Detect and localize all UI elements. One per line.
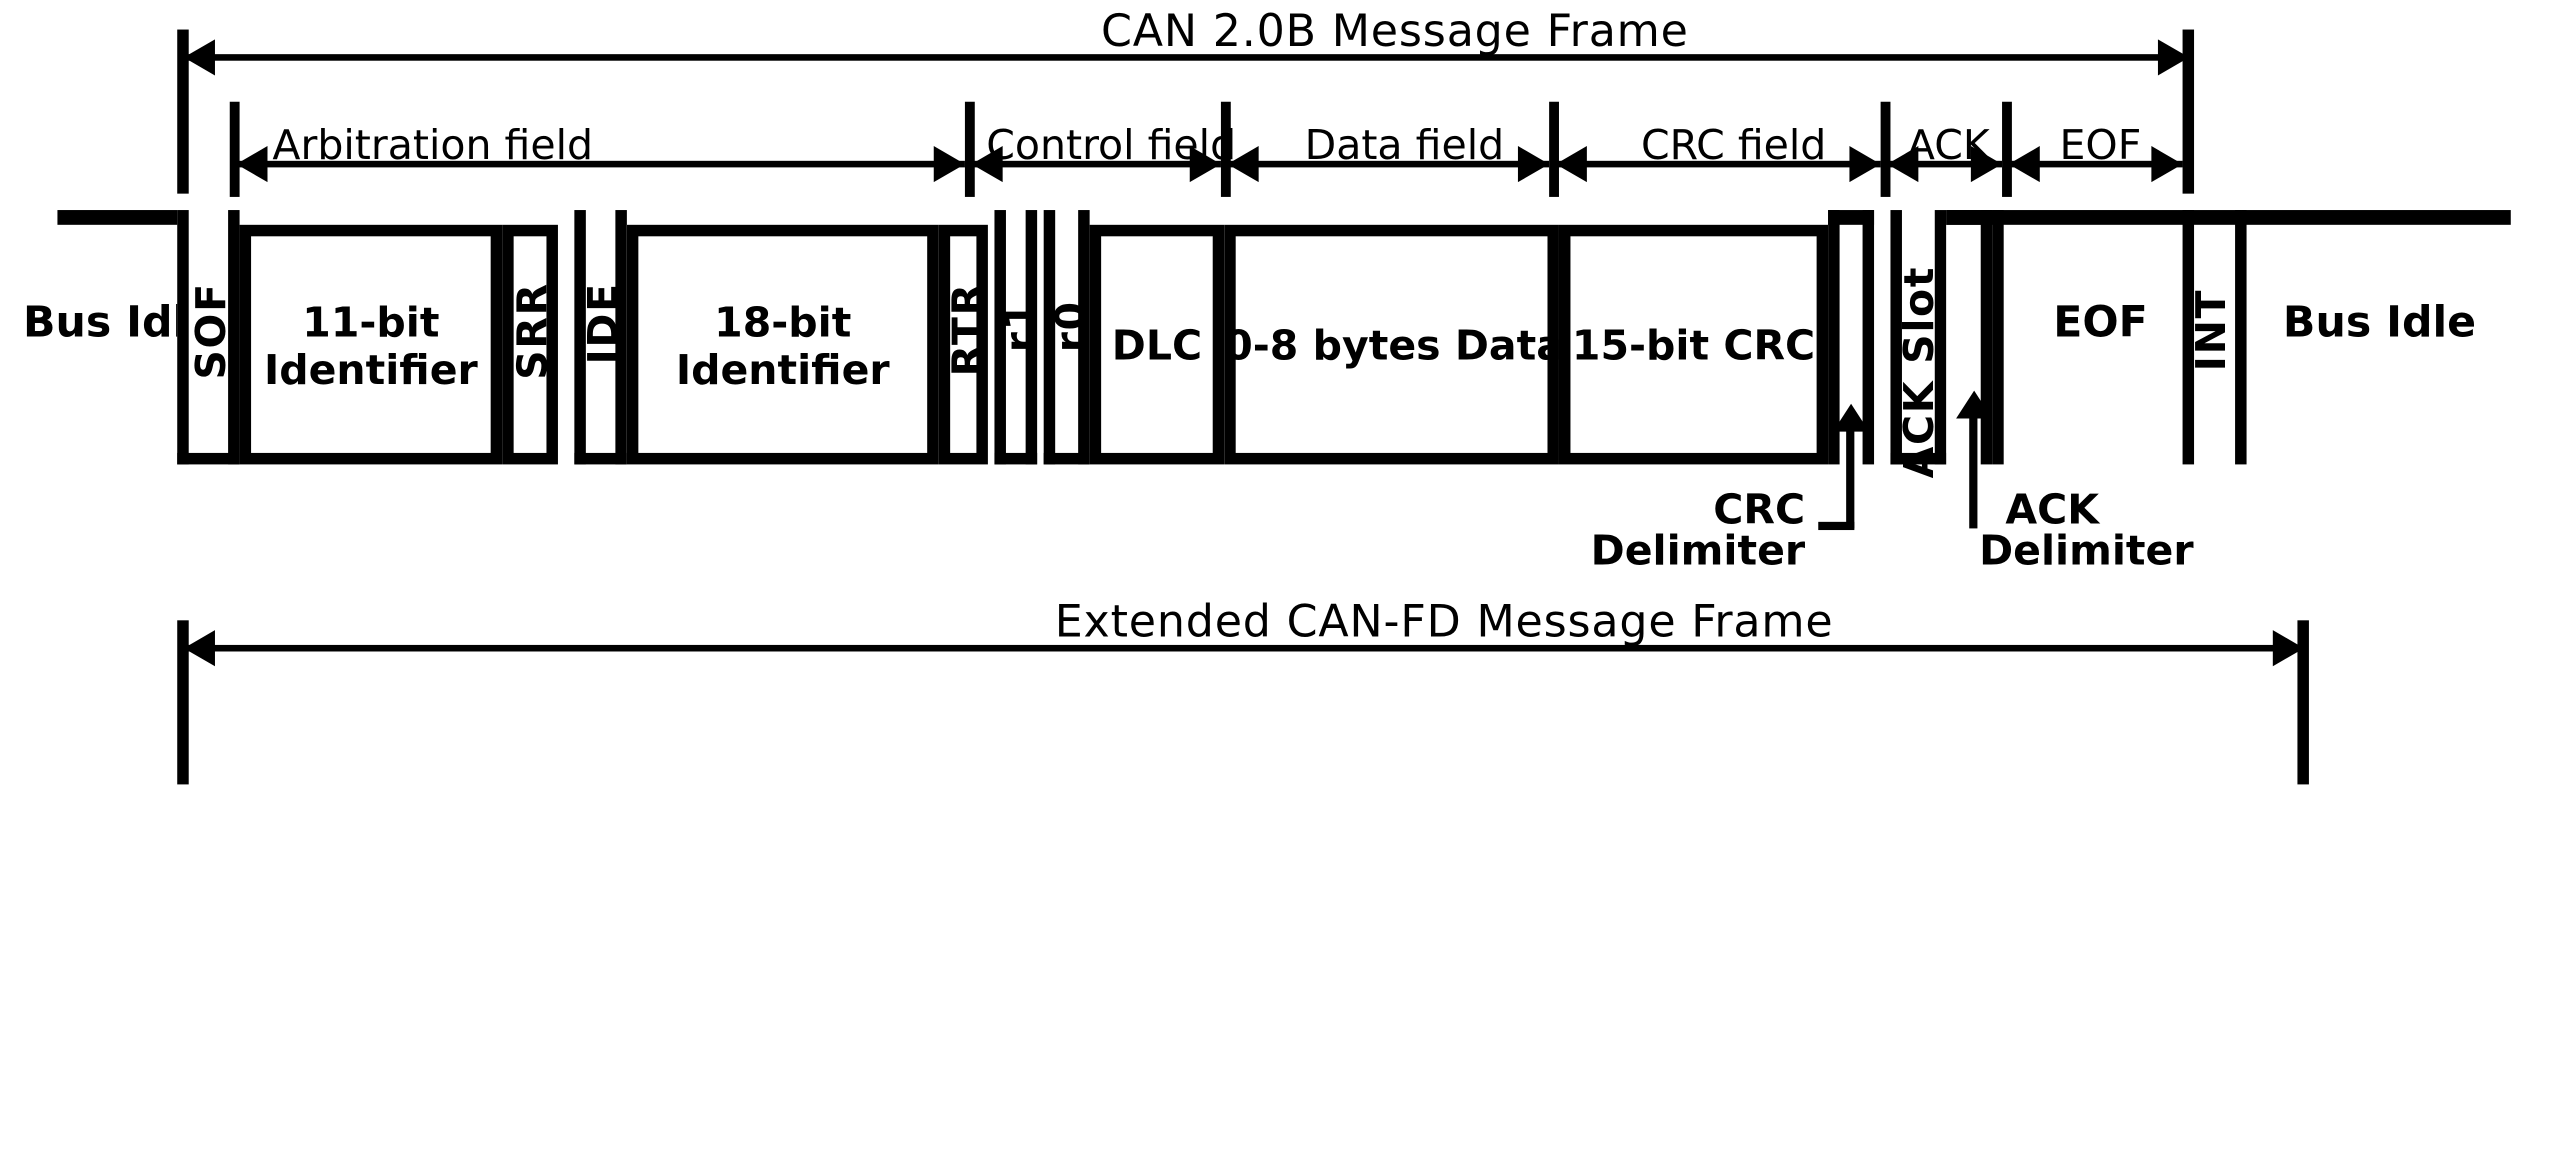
segment-eof [1946, 210, 2186, 225]
segment-data-0-8-bytes [1224, 224, 1559, 465]
callout-crc-delimiter-line2: Delimiter [1590, 526, 1806, 575]
segment-label-11bit-identifier-line2: Identifier [263, 346, 478, 394]
frame-extent-measure [183, 54, 2190, 61]
segment-label-ack-slot: ACK Slot [1895, 265, 1943, 479]
frame-canfd: Extended CAN-FD Message Frame Arbitratio… [0, 591, 2560, 1169]
segment-label-bus-idle-left: Bus Idle [22, 298, 217, 348]
segment-label-eof: EOF [2053, 298, 2148, 348]
segment-label-bus-idle-right: Bus Idle [2282, 298, 2477, 348]
field-guide-data-end [1549, 101, 1559, 197]
segment-label-18bit-identifier-line2: Identifier [675, 346, 890, 394]
segment-label-r0: r0 [1046, 300, 1095, 353]
measure-crc-field [1555, 160, 1881, 168]
label-control-field: Control field [986, 121, 1237, 170]
segment-dlc [1089, 224, 1225, 465]
measure-data-field [1227, 160, 1550, 168]
segment-eof-edge-right [2182, 210, 2195, 465]
segment-int [2182, 210, 2242, 225]
segment-15bit-crc [1558, 224, 1829, 465]
segment-r0 [1043, 210, 1090, 465]
field-guide-arbitration-start [229, 101, 240, 197]
segment-label-srr: SRR [508, 282, 557, 380]
segment-bus-idle-right [2241, 210, 2511, 225]
frame-extent-guide-right [2182, 29, 2195, 194]
field-guide-arbitration-end [964, 101, 975, 197]
segment-label-rtr: RTR [943, 282, 992, 377]
segment-label-11bit-identifier-line1: 11-bit [302, 298, 440, 347]
segment-label-dlc: DLC [1111, 321, 1203, 370]
segment-11bit-identifier [239, 224, 503, 465]
segment-label-sof: SOF [187, 282, 235, 380]
segment-ide [574, 210, 627, 465]
segment-label-ide: IDE [579, 282, 627, 365]
callout-ack-delimiter-stem [1969, 413, 1978, 529]
segment-label-15bit-crc: 15-bit CRC [1571, 321, 1816, 370]
segment-sof [177, 210, 240, 465]
frame-extent-guide-right-fd [2297, 620, 2309, 785]
segment-rtr [938, 224, 988, 465]
measure-control-field [971, 160, 1221, 168]
segment-label-int: INT [2187, 288, 2236, 372]
frame-title-canfd: Extended CAN-FD Message Frame [1054, 597, 1834, 649]
segment-bus-idle-left [57, 210, 189, 225]
segment-eof-edge-left [1992, 210, 2004, 465]
label-arbitration-field: Arbitration field [272, 121, 594, 170]
segment-18bit-identifier [626, 224, 939, 465]
callout-crc-delimiter-line1: CRC [1713, 485, 1806, 534]
frame-can20b: CAN 2.0B Message Frame Arbitration field… [0, 0, 2560, 919]
segment-r1 [994, 210, 1038, 465]
measure-arbitration-field [236, 160, 965, 168]
field-guide-ack-end [2002, 101, 2012, 197]
field-guide-crc-end [1880, 101, 1891, 197]
segment-srr [502, 224, 558, 465]
callout-crc-delimiter-stem [1846, 426, 1855, 529]
segment-label-data-0-8-bytes: 0-8 bytes Data [1224, 321, 1564, 370]
label-eof-field: EOF [2059, 121, 2142, 170]
frame-extent-guide-left-fd [177, 620, 189, 785]
label-ack-field: ACK [1906, 121, 1990, 170]
segment-label-18bit-identifier-line1: 18-bit [714, 298, 852, 347]
segment-ack-slot [1890, 210, 1947, 465]
measure-eof-field [2008, 160, 2183, 168]
segment-int-edge-right [2235, 210, 2247, 465]
callout-ack-delimiter-line2: Delimiter [1979, 526, 2194, 575]
frame-extent-guide-left [177, 29, 189, 194]
measure-ack-field [1887, 160, 2003, 168]
field-guide-control-end [1220, 101, 1231, 197]
label-crc-field: CRC field [1641, 121, 1827, 170]
frame-extent-measure-fd [183, 644, 2304, 652]
callout-ack-delimiter-line1: ACK [2005, 485, 2099, 534]
label-data-field: Data field [1304, 121, 1505, 170]
callout-crc-delimiter-foot [1818, 521, 1855, 531]
frame-title-can20b: CAN 2.0B Message Frame [1100, 6, 1689, 58]
segment-label-r1: r1 [996, 300, 1044, 353]
